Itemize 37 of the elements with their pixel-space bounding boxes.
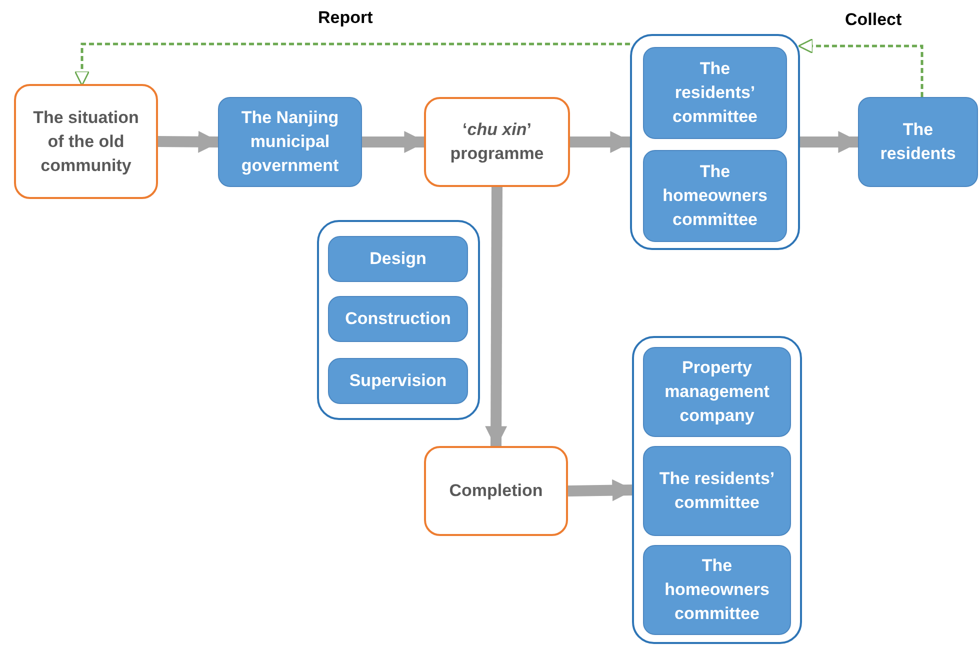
process-box [328,358,468,404]
arrow [485,186,508,448]
arrow [570,131,632,153]
process-box [328,296,468,342]
arrow [362,131,426,153]
node-label: The residents’ committee [658,468,776,514]
process-box [643,347,791,437]
process-box [424,446,568,536]
node-label: The homeowners committee [664,555,770,625]
node-label: Property management company [664,357,770,427]
node-label: The residents’ committee [671,58,759,128]
process-box [218,97,362,187]
process-box [328,236,468,282]
process-box [424,97,570,187]
process-box [643,446,791,536]
process-box [643,150,787,242]
dashed-arrow [74,42,630,86]
group-container [317,220,480,420]
process-box [643,545,791,635]
process-box [858,97,978,187]
node-label: Supervision [348,370,448,392]
node-label: The homeowners committee [662,161,768,231]
node-label: ‘chu xin’ programme [449,119,545,165]
node-label: The Nanjing municipal government [240,107,340,177]
dashed-arrow [798,38,924,97]
node-label: Completion [448,480,544,502]
process-box [643,47,787,139]
node-label: The situation of the old community [32,106,140,176]
arrow [568,479,634,502]
node-label: Construction [344,308,452,330]
group-container [632,336,802,644]
group-container [630,34,800,250]
arrow [800,131,860,153]
arrow [158,130,220,153]
node-label: The residents [879,119,957,165]
node-label: Design [368,248,428,270]
process-box [14,84,158,199]
